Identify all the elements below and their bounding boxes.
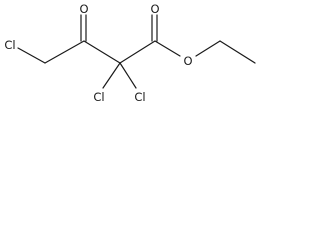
bond-c2-cl-left (102, 62, 121, 89)
atom-o-carbonyl: O (150, 2, 159, 16)
bond-c3-c2 (83, 40, 121, 64)
atom-cl-left: Cl (4, 38, 15, 52)
atom-o-ester: O (183, 54, 192, 68)
bond-cl-ch2 (17, 47, 46, 64)
bond-o-ethyl-ch2 (195, 40, 221, 57)
bond-ch2-c3 (44, 40, 85, 64)
atom-cl-bottom-left: Cl (93, 90, 104, 104)
atom-o-ketone: O (79, 2, 88, 16)
ethyl-2-2-4-trichloro-3-oxobutanoate-structure: Cl O O O Cl Cl (4, 2, 256, 104)
bond-c2-cl-right (119, 62, 137, 89)
bond-c1-o-ester (154, 40, 181, 57)
bond-c2-c1 (119, 40, 156, 64)
bond-ethyl-ch2-ch3 (219, 40, 256, 64)
atom-cl-bottom-right: Cl (134, 90, 145, 104)
